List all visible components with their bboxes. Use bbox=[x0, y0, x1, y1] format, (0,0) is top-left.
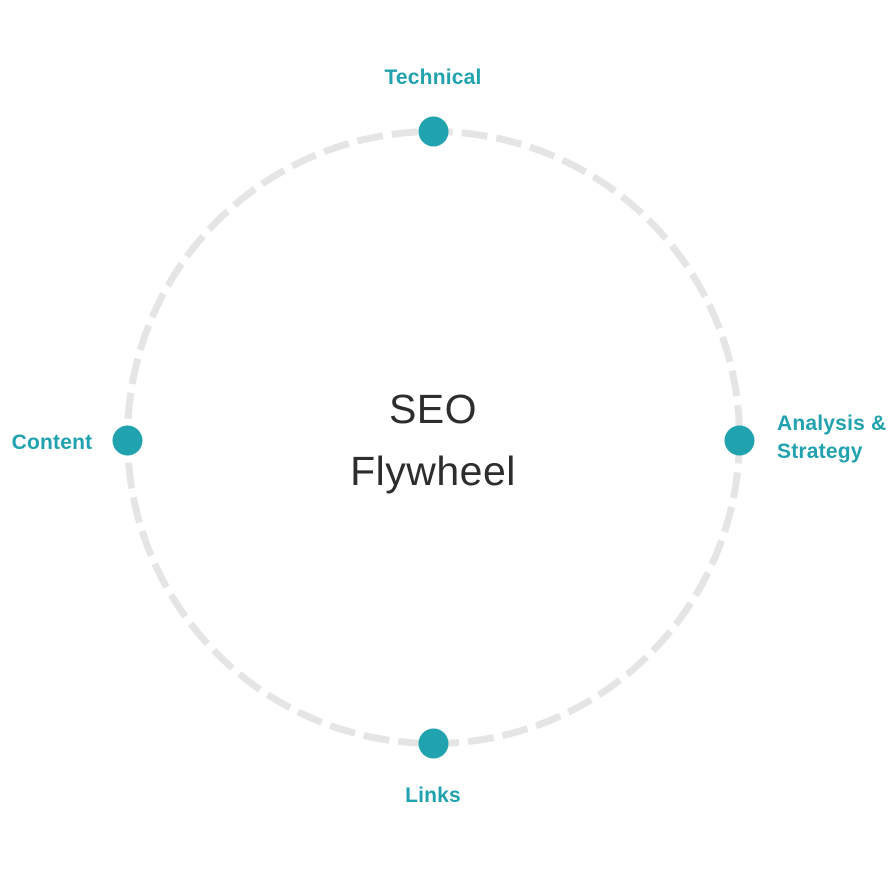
center-title: SEO Flywheel bbox=[350, 378, 516, 502]
center-title-line1: SEO bbox=[388, 386, 478, 432]
node-label-analysis-strategy: Analysis & Strategy bbox=[777, 412, 887, 463]
node-label-technical: Technical bbox=[384, 66, 482, 89]
node-dot-analysis-strategy bbox=[724, 425, 755, 456]
node-dot-links bbox=[418, 728, 449, 759]
node-label-content: Content bbox=[11, 431, 93, 454]
center-title-line2: Flywheel bbox=[350, 448, 516, 494]
node-dot-content bbox=[112, 425, 143, 456]
node-dot-technical bbox=[418, 116, 449, 147]
node-label-links: Links bbox=[405, 784, 461, 807]
